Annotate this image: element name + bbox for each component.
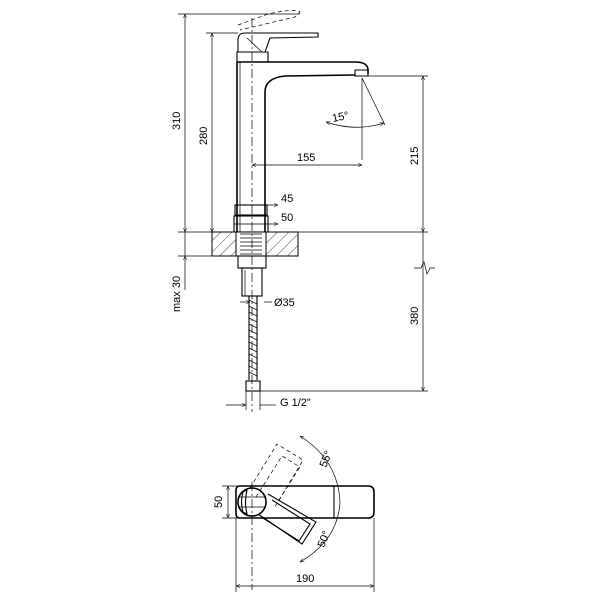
lever-angle-bottom: 50° bbox=[316, 529, 333, 549]
svg-text:45: 45 bbox=[281, 193, 293, 205]
svg-text:50: 50 bbox=[281, 212, 293, 224]
base-rings bbox=[233, 204, 269, 233]
angle-arcs: 55° 50° bbox=[300, 436, 341, 562]
dim-body-height: 280 bbox=[198, 32, 238, 232]
faucet-body bbox=[236, 61, 369, 232]
lever-rotated-up bbox=[249, 443, 304, 503]
dim-plan-width: 50 bbox=[213, 485, 240, 519]
body-top bbox=[236, 51, 269, 63]
plan-body bbox=[235, 485, 375, 519]
dim-hose-length: 380 bbox=[260, 232, 428, 392]
dim-base-45: 45 bbox=[237, 193, 293, 205]
dim-total-height: 310 bbox=[171, 13, 300, 233]
dim-base-50: 50 bbox=[234, 212, 293, 224]
dim-max-deck: max 30 bbox=[171, 232, 212, 312]
side-elevation: 15° 155 45 50 310 280 bbox=[171, 10, 435, 412]
svg-text:max 30: max 30 bbox=[171, 276, 183, 312]
dim-plan-length: 190 bbox=[235, 518, 375, 592]
lever-angle-top: 55° bbox=[318, 449, 335, 469]
plan-view: 55° 50° 50 190 bbox=[213, 436, 375, 592]
svg-text:155: 155 bbox=[297, 152, 315, 164]
svg-text:Ø35: Ø35 bbox=[274, 297, 295, 309]
svg-text:50: 50 bbox=[213, 496, 225, 508]
svg-text:190: 190 bbox=[296, 573, 314, 585]
dim-thread: G 1/2" bbox=[226, 391, 311, 410]
break-symbol bbox=[414, 260, 435, 276]
deck-section bbox=[211, 231, 299, 257]
flexible-hose bbox=[245, 296, 261, 392]
svg-text:310: 310 bbox=[171, 112, 183, 130]
spout-angle: 15° bbox=[326, 77, 386, 160]
spout-angle-label: 15° bbox=[331, 110, 350, 125]
svg-text:G 1/2": G 1/2" bbox=[280, 397, 311, 409]
dim-spout-height: 215 bbox=[298, 75, 428, 233]
dim-reach: 155 bbox=[252, 152, 362, 165]
svg-text:280: 280 bbox=[198, 127, 210, 145]
svg-text:215: 215 bbox=[409, 147, 421, 165]
svg-text:380: 380 bbox=[409, 307, 421, 325]
dim-shank-diameter: Ø35 bbox=[240, 297, 295, 309]
lever-handle bbox=[237, 10, 319, 53]
